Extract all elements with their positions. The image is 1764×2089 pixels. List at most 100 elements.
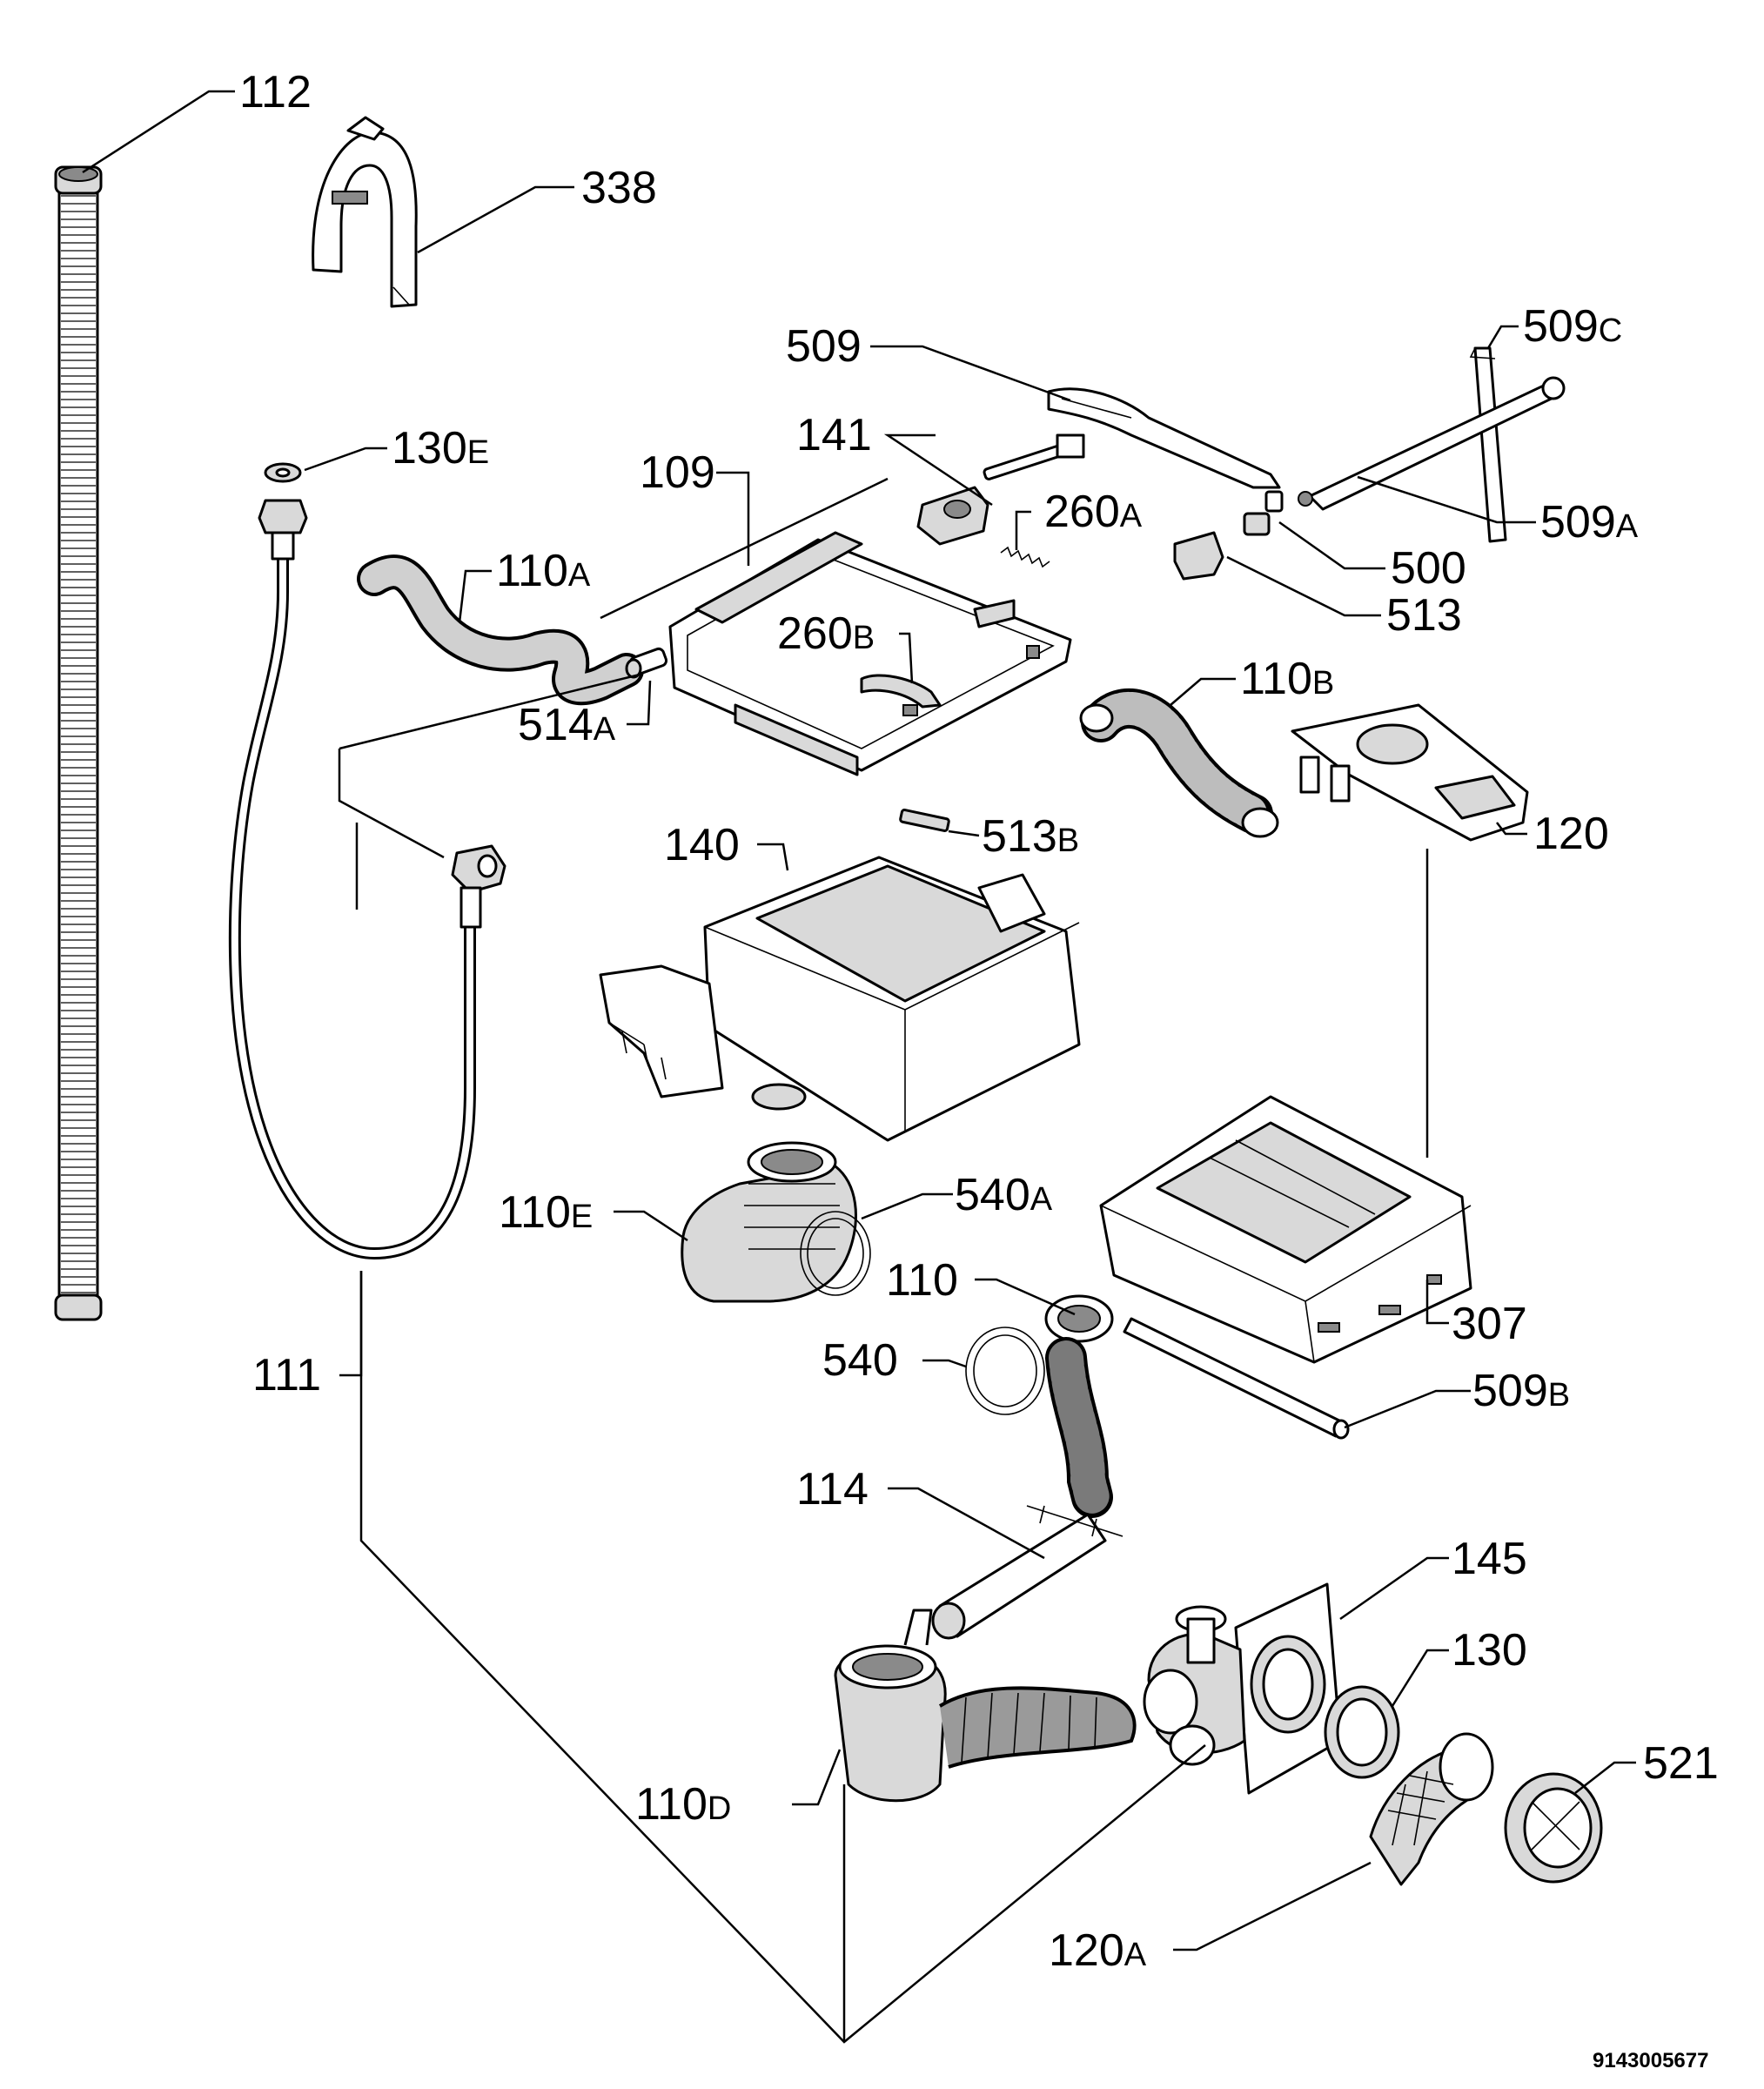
label-141: 141 xyxy=(796,410,872,460)
part-110d-sump-hose xyxy=(834,1609,1137,1803)
label-509c-suffix: C xyxy=(1599,312,1622,349)
label-509a-num: 509 xyxy=(1540,497,1616,547)
label-120a-suffix: A xyxy=(1124,1937,1147,1973)
part-540-clamp xyxy=(965,1327,1045,1415)
label-120: 120 xyxy=(1533,809,1609,859)
label-500-num: 500 xyxy=(1391,543,1466,594)
label-514a-num: 514 xyxy=(518,700,594,750)
part-120a-filter xyxy=(1369,1732,1494,1886)
label-130-num: 130 xyxy=(1452,1625,1527,1676)
label-140: 140 xyxy=(664,820,740,870)
label-260a-num: 260 xyxy=(1044,487,1120,537)
label-110a-suffix: A xyxy=(568,557,591,594)
label-110e-num: 110 xyxy=(499,1187,571,1238)
part-509-rail xyxy=(1047,387,1281,489)
label-130e-num: 130 xyxy=(392,423,467,474)
label-509-num: 509 xyxy=(786,321,862,372)
part-114-pipe xyxy=(931,1505,1123,1640)
part-260a-spring xyxy=(1000,546,1050,568)
part-514a-connector xyxy=(625,647,668,679)
part-307-drawer xyxy=(1099,1095,1472,1364)
label-260a-suffix: A xyxy=(1120,498,1143,534)
label-509b-suffix: B xyxy=(1548,1377,1570,1414)
label-110b-num: 110 xyxy=(1240,654,1312,704)
label-540a: 540A xyxy=(955,1170,1053,1220)
part-509a-rod xyxy=(1298,376,1566,511)
label-130e: 130E xyxy=(392,423,489,474)
part-521-filter-cap xyxy=(1504,1772,1603,1884)
label-145: 145 xyxy=(1452,1534,1527,1584)
part-110a-hose xyxy=(357,554,644,706)
group-lines xyxy=(338,477,1429,2044)
label-540a-num: 540 xyxy=(955,1170,1030,1220)
label-260b-num: 260 xyxy=(777,608,853,659)
label-500: 500 xyxy=(1391,543,1466,594)
label-110b: 110B xyxy=(1240,654,1334,704)
label-140-num: 140 xyxy=(664,820,740,870)
label-141-num: 141 xyxy=(796,410,872,460)
part-500-pin xyxy=(1243,490,1284,536)
part-110b-hose xyxy=(1079,688,1279,838)
label-111: 111 xyxy=(252,1350,321,1401)
label-540a-suffix: A xyxy=(1030,1181,1053,1218)
part-140-dispenser-housing xyxy=(599,856,1081,1142)
label-120a-num: 120 xyxy=(1049,1925,1124,1976)
label-260a: 260A xyxy=(1044,487,1143,537)
label-513b-num: 513 xyxy=(982,811,1057,862)
part-112-corrugated-hose xyxy=(54,165,103,1321)
part-513-bracket xyxy=(1173,531,1224,581)
label-110e: 110E xyxy=(499,1187,593,1238)
part-130-seal-ring xyxy=(1324,1685,1400,1779)
label-260b-suffix: B xyxy=(853,620,875,656)
callout-leaders xyxy=(82,90,1636,1951)
label-540-num: 540 xyxy=(822,1335,898,1386)
label-513b-suffix: B xyxy=(1057,823,1079,859)
label-110d-suffix: D xyxy=(708,1790,731,1827)
part-513b-clip xyxy=(899,809,950,833)
part-145-pump-housing xyxy=(1143,1582,1342,1795)
label-307-num: 307 xyxy=(1452,1299,1527,1349)
part-540a-clamp xyxy=(800,1211,871,1296)
part-338-hose-bracket xyxy=(312,116,418,308)
part-110-bellows-hose xyxy=(1044,1294,1114,1518)
part-509b-rod xyxy=(1123,1317,1350,1440)
label-509a: 509A xyxy=(1540,497,1639,547)
label-338-num: 338 xyxy=(581,163,657,213)
label-110a-num: 110 xyxy=(496,546,568,596)
label-120a: 120A xyxy=(1049,1925,1147,1976)
label-110e-suffix: E xyxy=(571,1199,593,1235)
part-130e-washer xyxy=(264,462,302,483)
label-513b: 513B xyxy=(982,811,1079,862)
label-114: 114 xyxy=(796,1464,869,1515)
label-110a: 110A xyxy=(496,546,591,596)
label-110d: 110D xyxy=(635,1779,731,1830)
label-109: 109 xyxy=(640,447,715,498)
part-110e-bellows xyxy=(681,1141,857,1303)
label-120-num: 120 xyxy=(1533,809,1609,859)
label-540: 540 xyxy=(822,1335,898,1386)
document-id: 9143005677 xyxy=(1593,2049,1708,2072)
label-509a-suffix: A xyxy=(1616,508,1639,545)
label-110-num: 110 xyxy=(886,1255,958,1306)
part-509c-clip xyxy=(1469,346,1507,543)
label-521-num: 521 xyxy=(1643,1738,1719,1789)
label-109-num: 109 xyxy=(640,447,715,498)
label-110: 110 xyxy=(886,1255,958,1306)
label-509b: 509B xyxy=(1472,1366,1570,1416)
label-521: 521 xyxy=(1643,1738,1719,1789)
part-120-dispenser-cover xyxy=(1291,703,1529,842)
label-112: 112 xyxy=(239,67,312,118)
label-514a: 514A xyxy=(518,700,616,750)
part-260b-lever xyxy=(860,674,942,709)
label-513: 513 xyxy=(1386,590,1462,641)
label-145-num: 145 xyxy=(1452,1534,1527,1584)
label-338: 338 xyxy=(581,163,657,213)
part-109-plate xyxy=(668,531,1072,776)
label-514a-suffix: A xyxy=(594,711,616,748)
label-307: 307 xyxy=(1452,1299,1527,1349)
label-509b-num: 509 xyxy=(1472,1366,1548,1416)
label-260b: 260B xyxy=(777,608,875,659)
label-110d-num: 110 xyxy=(635,1779,708,1830)
label-509c: 509C xyxy=(1523,301,1622,352)
